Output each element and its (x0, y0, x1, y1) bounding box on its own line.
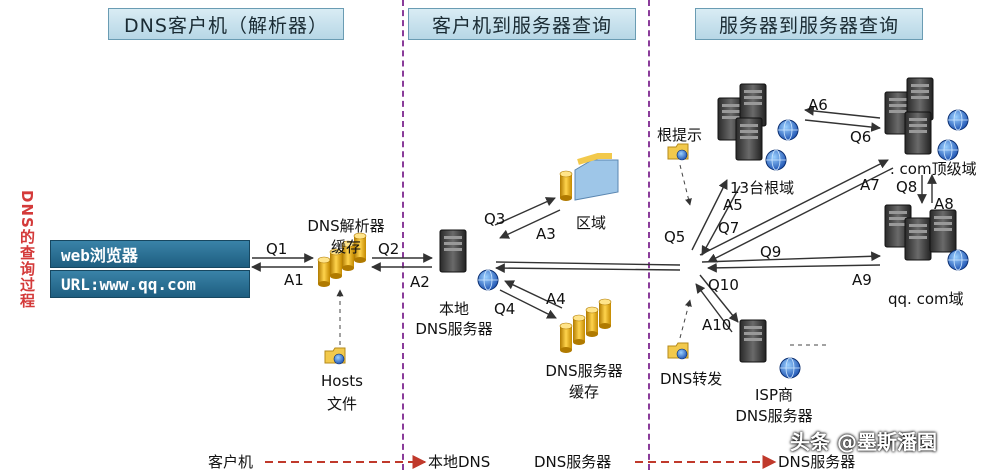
link-hub-to-local (495, 263, 681, 273)
local-dns-server-icon (439, 229, 499, 291)
arrow-q5 (691, 179, 728, 251)
label-q2: Q2 (378, 240, 400, 258)
dns-server-cache-icon (559, 298, 612, 354)
label-a9: A9 (852, 271, 872, 289)
arrow-q6 (804, 119, 881, 132)
label-a6: A6 (808, 96, 828, 114)
arrow-q9 (701, 251, 881, 263)
zone-icon (559, 153, 619, 202)
bottom-label-dns-server: DNS服务器 (534, 453, 612, 471)
com-tld-servers-icon (884, 77, 969, 161)
label-a10: A10 (702, 316, 732, 334)
label-q6: Q6 (850, 128, 872, 146)
arrow-a10 (695, 283, 733, 333)
label-q4: Q4 (494, 300, 516, 318)
label-q9: Q9 (760, 243, 782, 261)
divider-right (648, 0, 650, 470)
label-isp-2: DNS服务器 (735, 407, 813, 425)
label-root-hints: 根提示 (657, 126, 703, 144)
arrow-a6 (804, 106, 881, 119)
arrow-a7 (707, 167, 894, 263)
header-client: DNS客户机（解析器） (108, 8, 344, 40)
arrow-a9 (707, 262, 881, 273)
label-q5: Q5 (664, 228, 686, 246)
label-a2: A2 (410, 273, 430, 291)
label-hosts-1: Hosts (321, 372, 363, 390)
isp-dns-server-icon (739, 319, 801, 379)
label-a5: A5 (723, 196, 743, 214)
label-root-13: 13台根域 (730, 179, 795, 197)
watermark: 头条 @墨斯潘園 (790, 430, 937, 454)
root-servers-icon (717, 83, 799, 171)
label-qq-com: qq. com域 (888, 290, 964, 308)
label-local-dns-2: DNS服务器 (415, 320, 493, 338)
divider-left (402, 0, 404, 470)
label-hosts-2: 文件 (326, 395, 358, 413)
arrow-q7 (699, 159, 889, 256)
root-hints-link (679, 164, 692, 206)
qq-com-servers-icon (884, 204, 969, 271)
label-zone: 区域 (576, 214, 607, 232)
hosts-file-icon (324, 347, 346, 365)
label-resolver-cache-2: 缓存 (330, 238, 362, 256)
label-q1: Q1 (266, 240, 288, 258)
label-a7: A7 (860, 176, 880, 194)
bottom-label-dns-server-2: DNS服务器 (778, 453, 856, 471)
label-dns-cache-2: 缓存 (568, 383, 600, 401)
root-hints-icon (667, 143, 689, 161)
arrow-a5 (701, 185, 741, 256)
arrow-a3 (499, 209, 561, 239)
bottom-label-local-dns: 本地DNS (428, 453, 491, 471)
arrow-q4 (499, 289, 557, 319)
label-dns-cache-1: DNS服务器 (545, 362, 623, 380)
arrow-q10 (699, 274, 739, 323)
browser-title: web浏览器 (50, 240, 250, 268)
side-title: DNS的查询过程 (18, 190, 36, 309)
label-a4: A4 (546, 290, 566, 308)
header-server-to-server: 服务器到服务器查询 (695, 8, 923, 40)
label-com-tld: . com顶级域 (890, 160, 977, 178)
label-local-dns-1: 本地 (438, 300, 470, 318)
label-a3: A3 (536, 225, 556, 243)
label-forwarder: DNS转发 (660, 370, 723, 388)
header-client-to-server: 客户机到服务器查询 (408, 8, 636, 40)
label-resolver-cache-1: DNS解析器 (307, 217, 385, 235)
label-a1: A1 (284, 271, 304, 289)
label-q8: Q8 (896, 178, 918, 196)
label-q7: Q7 (718, 219, 740, 237)
label-q10: Q10 (708, 276, 739, 294)
arrow-q3 (494, 197, 556, 226)
forwarder-link (679, 299, 692, 339)
arrow-a4 (504, 280, 563, 309)
browser-url: URL:www.qq.com (50, 270, 250, 298)
label-a8: A8 (934, 195, 954, 213)
label-q3: Q3 (484, 210, 506, 228)
link-local-to-hub (495, 261, 681, 266)
label-isp-1: ISP商 (755, 386, 793, 404)
forwarder-icon (667, 342, 689, 360)
bottom-label-client: 客户机 (208, 453, 254, 471)
